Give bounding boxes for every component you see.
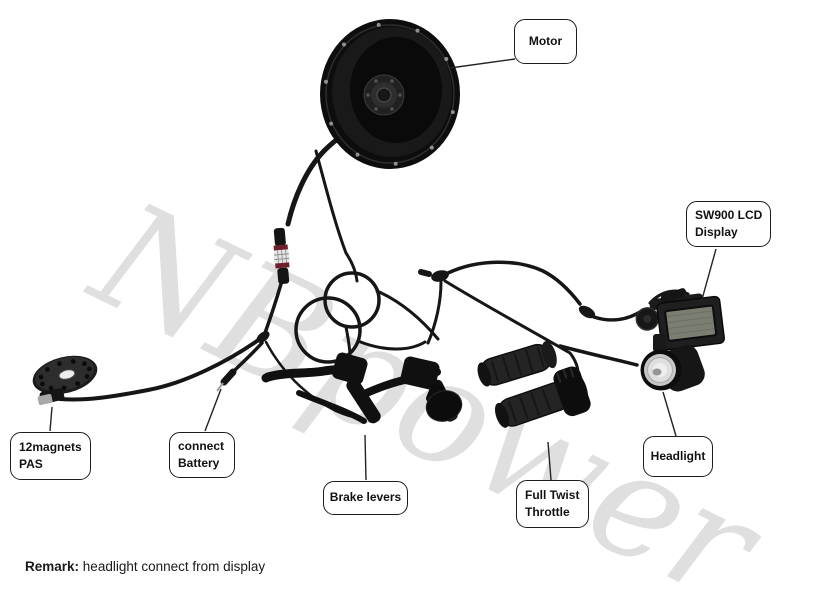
pas-label-line2: PAS — [19, 457, 43, 471]
headlight-label-text: Headlight — [650, 448, 706, 463]
motor-label: Motor — [514, 19, 577, 64]
splitter-branch-display — [446, 260, 582, 306]
spoke-holes — [324, 22, 455, 166]
battery-label: connect Battery — [169, 432, 235, 478]
battery-label-line1: connect — [178, 438, 225, 453]
cable-loop-big — [294, 296, 362, 364]
throttle-label-line2: Throttle — [525, 505, 570, 519]
pas-sensor-image — [32, 355, 98, 405]
headlight-wire — [558, 344, 639, 367]
battery-connector-image — [216, 368, 237, 392]
connector-to-junction — [263, 282, 283, 335]
leader-line-headlight — [662, 391, 677, 437]
battery-wire — [232, 341, 264, 373]
remark-note: Remark: headlight connect from display — [25, 559, 265, 574]
pas-label: 12magnets PAS — [10, 432, 91, 480]
loop-cross-wire — [375, 289, 440, 341]
brake-label-text: Brake levers — [329, 490, 402, 505]
display-label: SW900 LCD Display — [686, 201, 771, 247]
lcd-display-image — [635, 288, 725, 351]
leader-line-display — [700, 248, 717, 304]
loop-exit-right — [356, 339, 427, 351]
throttle-label-line1: Full Twist — [525, 487, 580, 502]
leader-line-motor — [449, 58, 516, 69]
leader-line-battery — [204, 388, 222, 432]
motor-label-text: Motor — [528, 33, 563, 48]
leader-lines — [49, 58, 717, 481]
y-junction — [256, 331, 270, 343]
wire-to-clamp — [592, 310, 642, 322]
battery-label-line2: Battery — [178, 456, 220, 470]
pas-wire — [58, 339, 259, 402]
leader-line-pas — [49, 406, 53, 432]
throttle-label: Full Twist Throttle — [516, 480, 589, 528]
lcd-screen — [664, 304, 718, 342]
brake-levers-image — [261, 352, 463, 424]
headlight-label: Headlight — [643, 436, 713, 477]
cable-loop-small — [323, 271, 381, 329]
leader-line-throttle — [547, 441, 552, 481]
throttle-grips-image — [477, 341, 591, 428]
display-label-line1: SW900 LCD — [695, 207, 763, 222]
brake-label: Brake levers — [323, 481, 408, 515]
headlight-image — [640, 334, 705, 392]
pas-label-line1: 12magnets — [19, 439, 82, 454]
inline-connector — [578, 305, 596, 319]
display-label-line2: Display — [695, 225, 738, 239]
cable-connector-image — [273, 227, 290, 285]
leader-line-brake — [364, 434, 367, 481]
splitter-branch-brake — [426, 280, 443, 345]
wire-to-loops — [314, 149, 359, 283]
y-splitter — [431, 270, 449, 282]
splitter-tip — [418, 269, 432, 277]
remark-text: headlight connect from display — [82, 559, 266, 574]
remark-label: Remark: — [25, 559, 80, 574]
motor-image — [320, 19, 460, 169]
